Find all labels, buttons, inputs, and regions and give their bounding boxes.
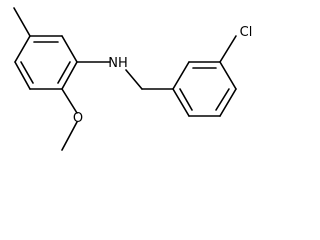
ring-to-oxygen-bond [61,88,78,114]
chemical-structure-diagram: NH O Cl [13,7,253,151]
methyl-bond [13,7,31,37]
ring-to-chlorine-bond [219,35,237,63]
ring-b-double-bond-3 [179,88,193,111]
nitrogen-to-ch2-bond [125,69,143,90]
ring-a-bond-5 [14,61,31,90]
chlorine-label: Cl [240,25,253,40]
oxygen-label: O [73,111,83,126]
ring-a-double-bond-3 [20,61,34,84]
ring-a-bond-2 [61,35,78,63]
ring-a-bond-3 [61,61,78,90]
ring-b-double-bond-2 [215,88,230,111]
right-benzene-ring [172,61,237,117]
ring-b-bond-6 [172,88,190,117]
ring-b-bond-4 [219,88,237,117]
left-benzene-ring [14,35,78,90]
ring-b-bond-1 [172,61,190,90]
oxygen-to-methyl-bond [61,121,78,151]
ring-b-bond-3 [219,61,237,90]
nitrogen-label: NH [108,56,128,71]
ring-a-double-bond-2 [57,61,71,84]
ring-a-bond-6 [14,35,31,63]
